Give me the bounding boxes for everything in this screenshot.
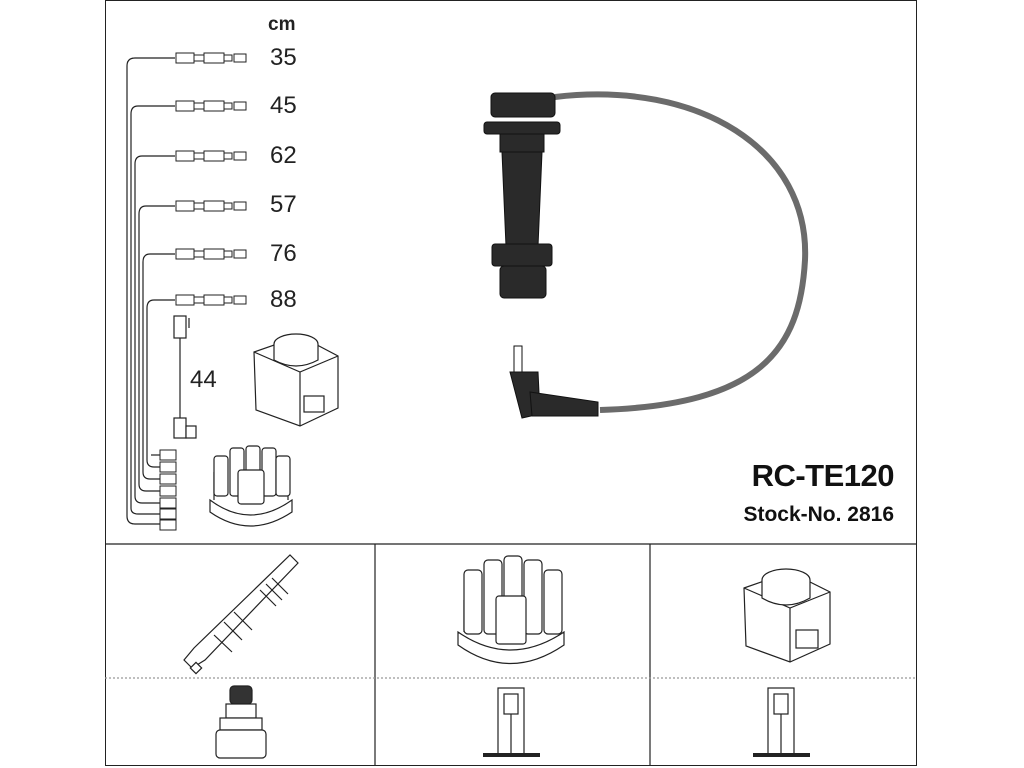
connector-62 (175, 150, 247, 162)
plug-end-connector (509, 345, 599, 419)
wire-set-schematic (126, 57, 175, 525)
wire-connectors (159, 52, 247, 531)
coil-terminal-icon (753, 687, 810, 757)
stock-number: Stock-No. 2816 (743, 503, 894, 526)
length-label-4: 57 (270, 191, 297, 218)
schematic-distributor-cap-icon (209, 445, 293, 527)
connector-88 (175, 294, 247, 306)
coil-lead-length-label: 44 (190, 366, 217, 393)
product-sheet (105, 0, 917, 766)
coil-lead-44 (173, 315, 197, 439)
connector-35 (175, 52, 247, 64)
length-label-2: 45 (270, 92, 297, 119)
distributor-terminal-icon (483, 687, 540, 757)
connector-76 (175, 248, 247, 260)
product-model: RC-TE120 (751, 458, 895, 493)
schematic-coil-icon (253, 333, 339, 427)
length-label-6: 88 (270, 286, 297, 313)
coil-boot-icon (483, 92, 561, 299)
connector-57 (175, 200, 247, 212)
spark-plug-terminal-icon (215, 685, 267, 759)
distributor-cap-icon (457, 555, 565, 665)
ignition-cable-illustration (483, 91, 809, 419)
unit-label: cm (268, 14, 296, 35)
panel-dividers (105, 543, 917, 766)
ignition-coil-icon (743, 568, 831, 663)
length-label-5: 76 (270, 240, 297, 267)
spark-plug-icon (183, 554, 299, 675)
connector-45 (175, 100, 247, 112)
bottom-terminals (159, 449, 177, 531)
length-label-1: 35 (270, 44, 297, 71)
length-label-3: 62 (270, 142, 297, 169)
